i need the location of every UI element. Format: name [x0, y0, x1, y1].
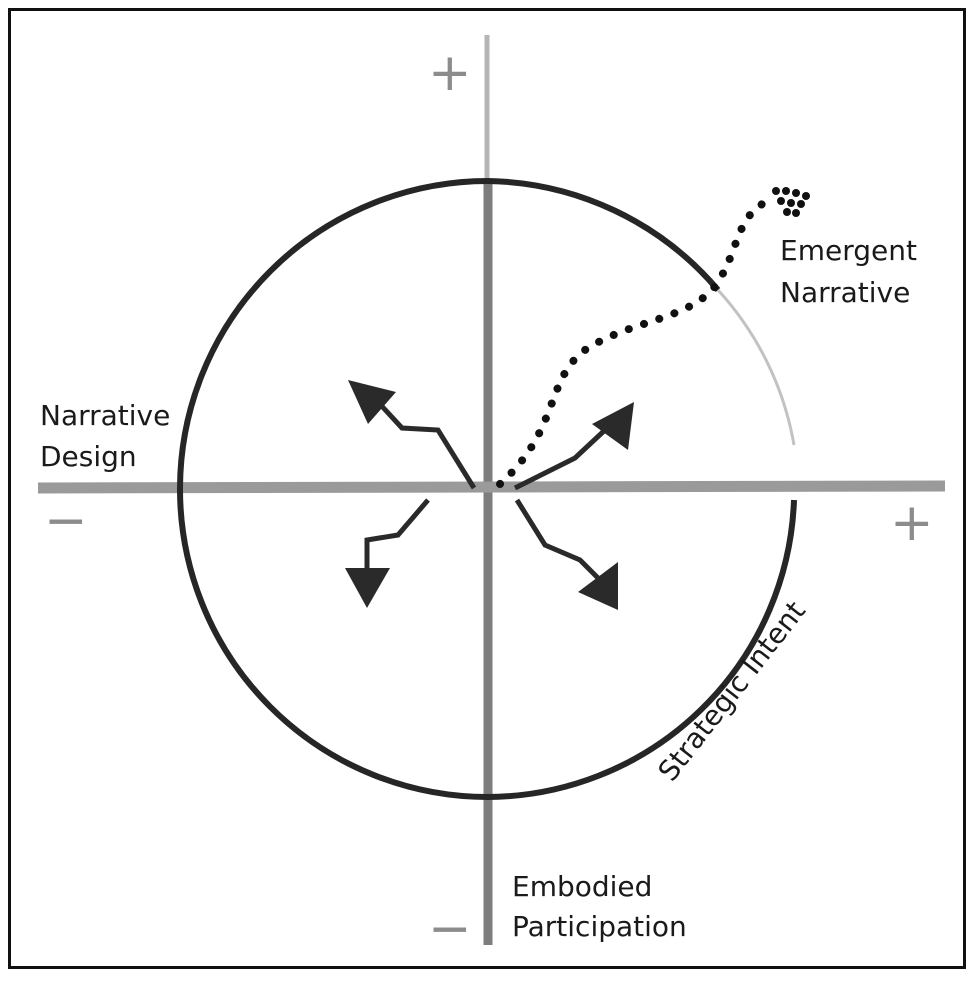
- strategic-intent-circle: [176, 177, 797, 801]
- label-strategic-intent: Strategic Intent: [652, 595, 812, 787]
- label-narrative-design-line2: Design: [40, 440, 137, 473]
- label-embodied-participation-line2: Participation: [512, 910, 687, 943]
- label-emergent-narrative-line1: Emergent: [780, 234, 917, 267]
- emergent-dots-cluster: [772, 187, 810, 217]
- sign-bottom: −: [428, 899, 472, 959]
- label-narrative-design-line1: Narrative: [40, 399, 170, 432]
- label-embodied-participation-line1: Embodied: [512, 870, 652, 903]
- label-emergent-narrative-line2: Narrative: [780, 276, 910, 309]
- arrow-down-left: [345, 498, 430, 608]
- sign-top: +: [428, 43, 472, 103]
- emergent-path: [496, 196, 774, 488]
- arrow-up-right: [513, 402, 634, 491]
- circle-faded-arc: [716, 288, 796, 446]
- arrow-up-left: [348, 380, 477, 490]
- arrow-down-right: [514, 498, 618, 610]
- sign-right: +: [890, 493, 934, 553]
- horizontal-axis: [37, 480, 946, 494]
- sign-left: −: [44, 491, 88, 551]
